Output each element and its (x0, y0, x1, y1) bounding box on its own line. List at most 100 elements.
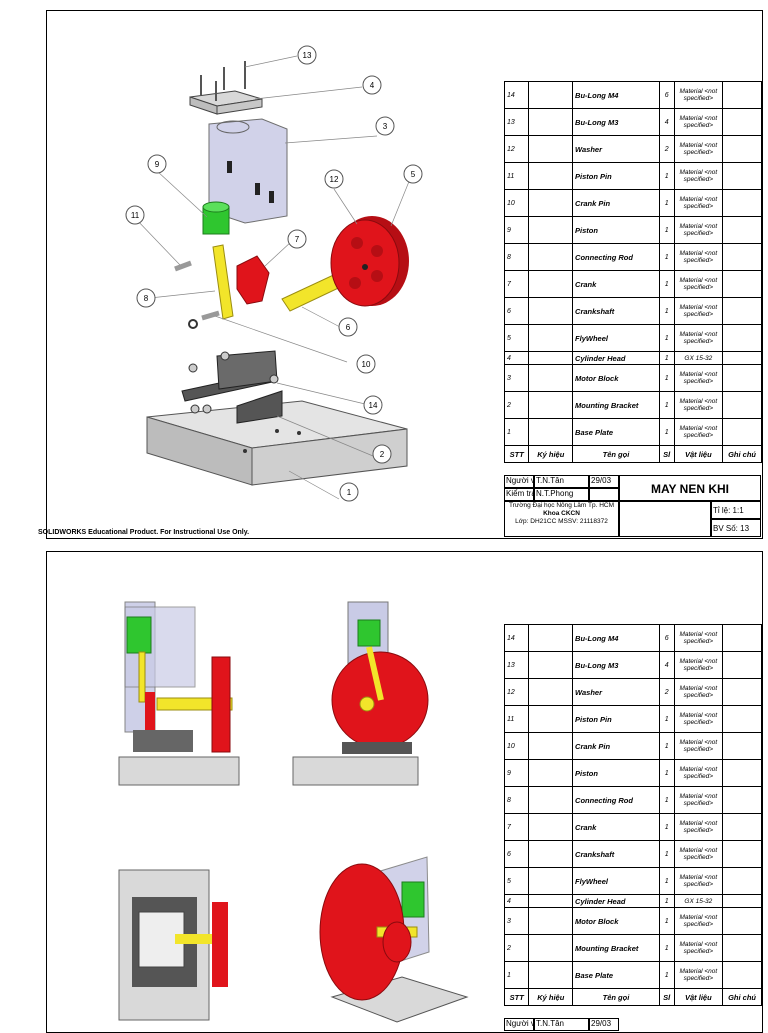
balloon-4: 4 (362, 75, 382, 95)
bom-name: Bu-Long M4 (572, 81, 660, 109)
bom-qty: 1 (658, 759, 675, 787)
balloon-12: 12 (324, 169, 344, 189)
bom-note (722, 81, 762, 109)
motor-block (208, 118, 288, 224)
bom-material: Material <not specified> (673, 840, 724, 868)
bom-name: Bu-Long M3 (572, 651, 660, 679)
bom-no: 11 (503, 162, 530, 190)
mounting-bracket (181, 350, 283, 424)
bom-no: 7 (503, 813, 530, 841)
bom-qty: 4 (658, 651, 675, 679)
bom-name: Crank Pin (572, 732, 660, 760)
bom-name: Washer (572, 135, 660, 163)
balloon-9: 9 (147, 154, 167, 174)
solidworks-note: SOLIDWORKS Educational Product. For Inst… (38, 529, 250, 536)
bom-code (528, 840, 574, 868)
bom-note (722, 651, 762, 679)
bom-code (528, 961, 574, 989)
bom-no: 12 (503, 678, 530, 706)
bom-name: Bu-Long M3 (572, 108, 660, 136)
crank-pin (201, 310, 220, 321)
bom-qty: 1 (658, 270, 675, 298)
bom-header-cell: Vật liệu (673, 445, 724, 463)
bom-qty: 1 (658, 391, 675, 419)
bom-code (528, 189, 574, 217)
bom-header-cell: Ký hiệu (528, 988, 574, 1006)
bom-name: Piston (572, 759, 660, 787)
bom-no: 14 (503, 624, 530, 652)
bom-name: Crank Pin (572, 189, 660, 217)
bom-note (722, 216, 762, 244)
bom-note (722, 135, 762, 163)
bom-code (528, 324, 574, 352)
balloon-6: 6 (338, 317, 358, 337)
bom-qty: 1 (658, 162, 675, 190)
drawn-by-label: Người vẽ (504, 475, 534, 488)
bom-no: 2 (503, 934, 530, 962)
bom-code (528, 270, 574, 298)
bom-no: 1 (503, 961, 530, 989)
svg-text:2: 2 (380, 450, 385, 459)
bom-code (528, 894, 574, 908)
bom-header-cell: STT (503, 988, 530, 1006)
bom-code (528, 678, 574, 706)
bom-material: Material <not specified> (673, 961, 724, 989)
bom-note (722, 786, 762, 814)
bom-name: FlyWheel (572, 324, 660, 352)
bom-code (528, 297, 574, 325)
drawn-by: T.N.Tân (534, 475, 589, 488)
bom-header-cell: Sl (658, 988, 675, 1006)
bom-note (722, 270, 762, 298)
bom-no: 12 (503, 135, 530, 163)
exploded-view: 1 2 3 4 5 6 7 8 9 10 11 12 13 14 (125, 45, 423, 502)
bom-header-cell: Vật liệu (673, 988, 724, 1006)
bom-no: 14 (503, 81, 530, 109)
bom-code (528, 934, 574, 962)
side-view (292, 601, 429, 786)
bom-qty: 1 (658, 840, 675, 868)
bom-qty: 1 (658, 297, 675, 325)
bom-no: 13 (503, 651, 530, 679)
balloon-2: 2 (372, 444, 392, 464)
bom-code (528, 162, 574, 190)
bom-no: 2 (503, 391, 530, 419)
drawn-date-2: 29/03 (589, 1018, 619, 1031)
balloons: 1 2 3 4 5 6 7 8 9 10 11 12 13 14 (125, 45, 423, 502)
faculty: Khoa CKCN (543, 510, 580, 517)
bom-name: Motor Block (572, 907, 660, 935)
bom-code (528, 243, 574, 271)
bom-qty: 1 (658, 786, 675, 814)
school-name: Trường Đại học Nông Lâm Tp. HCM (508, 502, 615, 509)
balloon-1: 1 (339, 482, 359, 502)
bom-header-cell: Ghi chú (722, 988, 762, 1006)
bom-no: 8 (503, 243, 530, 271)
bom-material: Material <not specified> (673, 907, 724, 935)
drawing-title: MAY NEN KHI (619, 475, 761, 501)
bom-no: 6 (503, 297, 530, 325)
balloon-7: 7 (287, 229, 307, 249)
bom-header-cell: STT (503, 445, 530, 463)
bom-material: Material <not specified> (673, 162, 724, 190)
bom-note (722, 297, 762, 325)
bom-code (528, 624, 574, 652)
svg-text:9: 9 (155, 160, 160, 169)
bom-name: Crankshaft (572, 297, 660, 325)
bom-no: 11 (503, 705, 530, 733)
bom-note (722, 813, 762, 841)
bom-name: Crankshaft (572, 840, 660, 868)
bom-header-cell: Ghi chú (722, 445, 762, 463)
